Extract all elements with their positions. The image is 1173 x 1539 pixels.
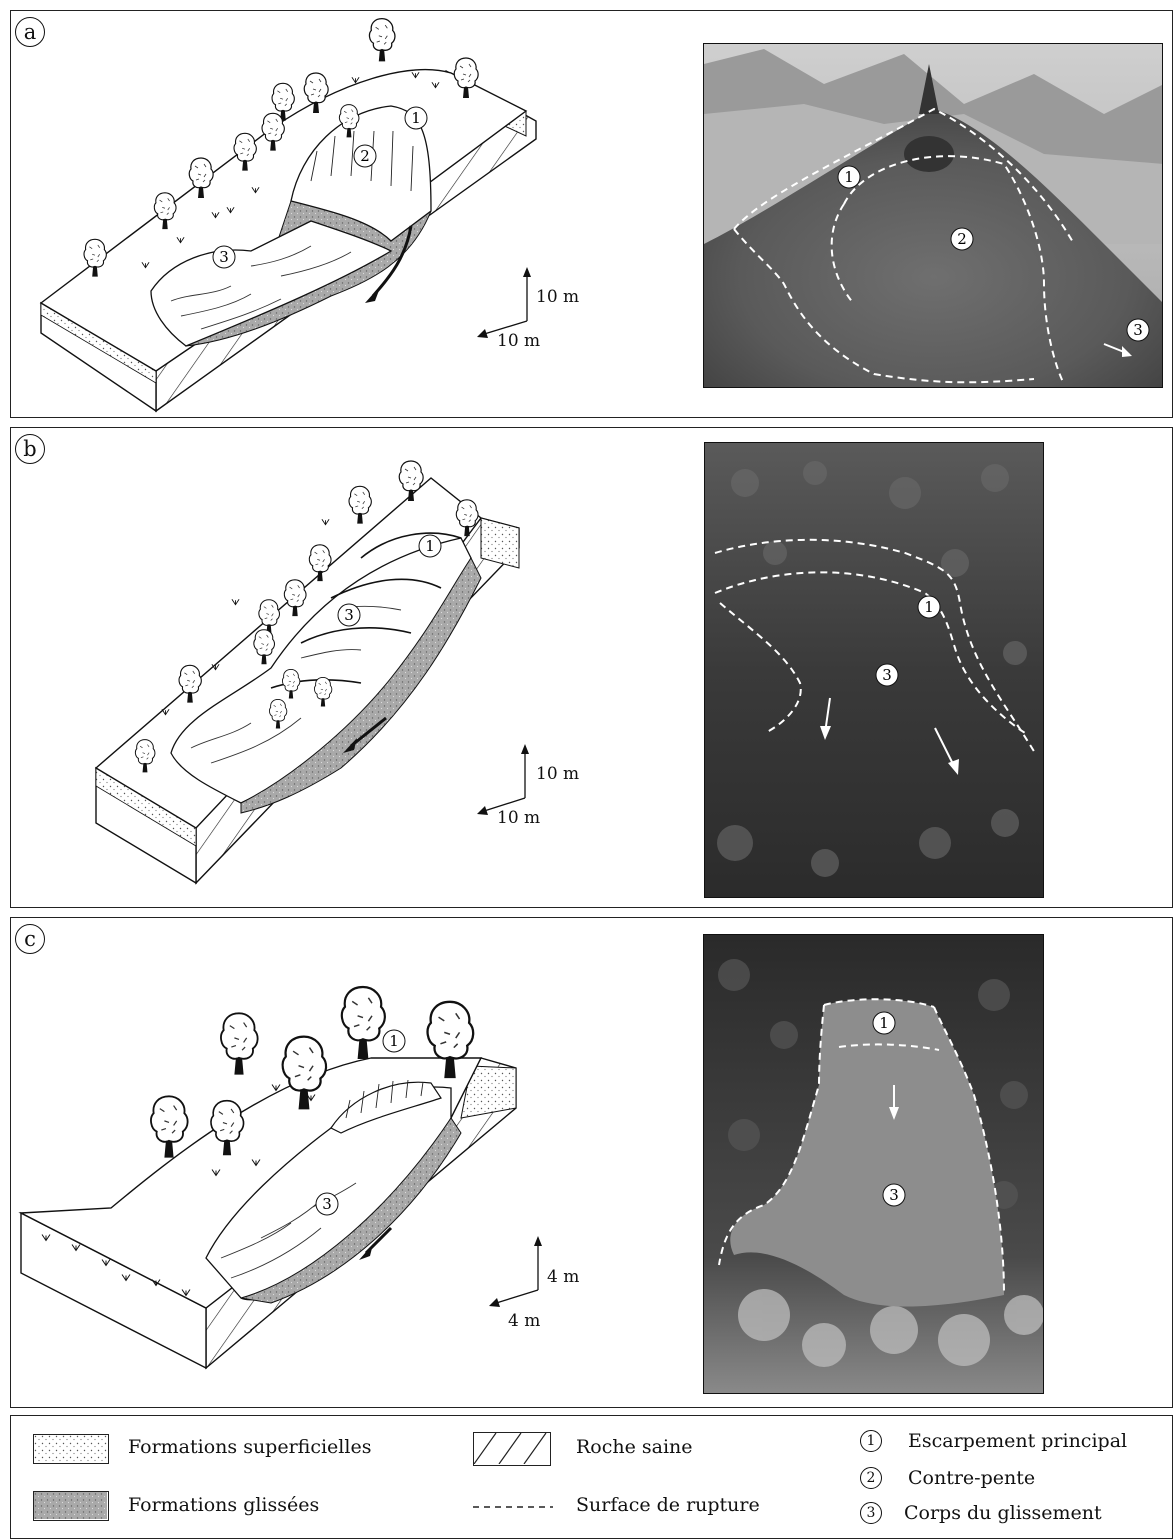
svg-text:1: 1 [924, 598, 934, 616]
scale-horizontal-b: 10 m [497, 808, 540, 828]
scale-horizontal-c: 4 m [508, 1311, 540, 1331]
block-diagram-c: 1 3 [11, 918, 691, 1409]
photo-b: 1 3 [704, 442, 1044, 898]
legend-label-bedrock: Roche saine [576, 1436, 693, 1458]
photo-a-marker-3: 3 [1127, 319, 1149, 341]
photo-a-marker-1: 1 [838, 166, 860, 188]
legend: Formations superficielles Formations gli… [10, 1415, 1173, 1539]
marker-3-c: 3 [316, 1193, 338, 1215]
legend-label-item2: Contre-pente [908, 1467, 1035, 1489]
photo-a-marker-2: 2 [951, 228, 973, 250]
legend-num-1: 1 [860, 1430, 882, 1452]
photo-b-marker-3: 3 [876, 664, 898, 686]
panel-c: c 1 3 4 m 4 m [10, 917, 1173, 1408]
photo-a: 1 2 3 [703, 43, 1163, 388]
marker-1-b: 1 [419, 535, 441, 557]
scale-vertical-a: 10 m [536, 287, 579, 307]
svg-text:1: 1 [879, 1014, 889, 1032]
scale-bar-a [477, 267, 531, 338]
legend-swatch-slipped [33, 1491, 109, 1521]
svg-text:3: 3 [882, 666, 892, 684]
scale-horizontal-a: 10 m [497, 331, 540, 351]
scale-vertical-c: 4 m [547, 1267, 579, 1287]
legend-label-rupture: Surface de rupture [576, 1494, 760, 1516]
legend-label-superficial: Formations superficielles [128, 1436, 371, 1458]
legend-num-2: 2 [860, 1467, 882, 1489]
photo-c-marker-3: 3 [883, 1184, 905, 1206]
marker-1-a: 1 [405, 107, 427, 129]
svg-text:3: 3 [344, 606, 354, 624]
marker-3-b: 3 [338, 604, 360, 626]
legend-label-item3: Corps du glissement [904, 1502, 1102, 1524]
svg-text:2: 2 [957, 230, 967, 248]
svg-text:1: 1 [389, 1032, 399, 1050]
svg-text:1: 1 [844, 168, 854, 186]
svg-text:3: 3 [889, 1186, 899, 1204]
svg-text:3: 3 [219, 248, 229, 266]
legend-label-slipped: Formations glissées [128, 1494, 319, 1516]
legend-num-3: 3 [860, 1502, 882, 1524]
legend-label-item1: Escarpement principal [908, 1430, 1127, 1452]
svg-text:3: 3 [322, 1195, 332, 1213]
block-diagram-b: 1 3 [11, 428, 691, 909]
scale-vertical-b: 10 m [536, 764, 579, 784]
svg-text:2: 2 [360, 147, 370, 165]
legend-line-rupture [473, 1504, 553, 1510]
panel-a: a 1 [10, 10, 1173, 418]
marker-3-a: 3 [213, 246, 235, 268]
panel-b: b 1 3 10 m [10, 427, 1173, 908]
marker-2-a: 2 [354, 145, 376, 167]
svg-text:1: 1 [411, 109, 421, 127]
svg-text:3: 3 [1133, 321, 1143, 339]
block-diagram-a: 1 2 3 [11, 11, 691, 419]
scale-bar-b [477, 744, 529, 815]
photo-b-marker-1: 1 [918, 596, 940, 618]
scale-bar-c [489, 1236, 542, 1307]
svg-text:1: 1 [425, 537, 435, 555]
photo-c-marker-1: 1 [873, 1012, 895, 1034]
photo-c: 1 3 [703, 934, 1044, 1394]
legend-swatch-superficial [33, 1434, 109, 1464]
legend-swatch-bedrock [473, 1432, 551, 1466]
marker-1-c: 1 [383, 1030, 405, 1052]
